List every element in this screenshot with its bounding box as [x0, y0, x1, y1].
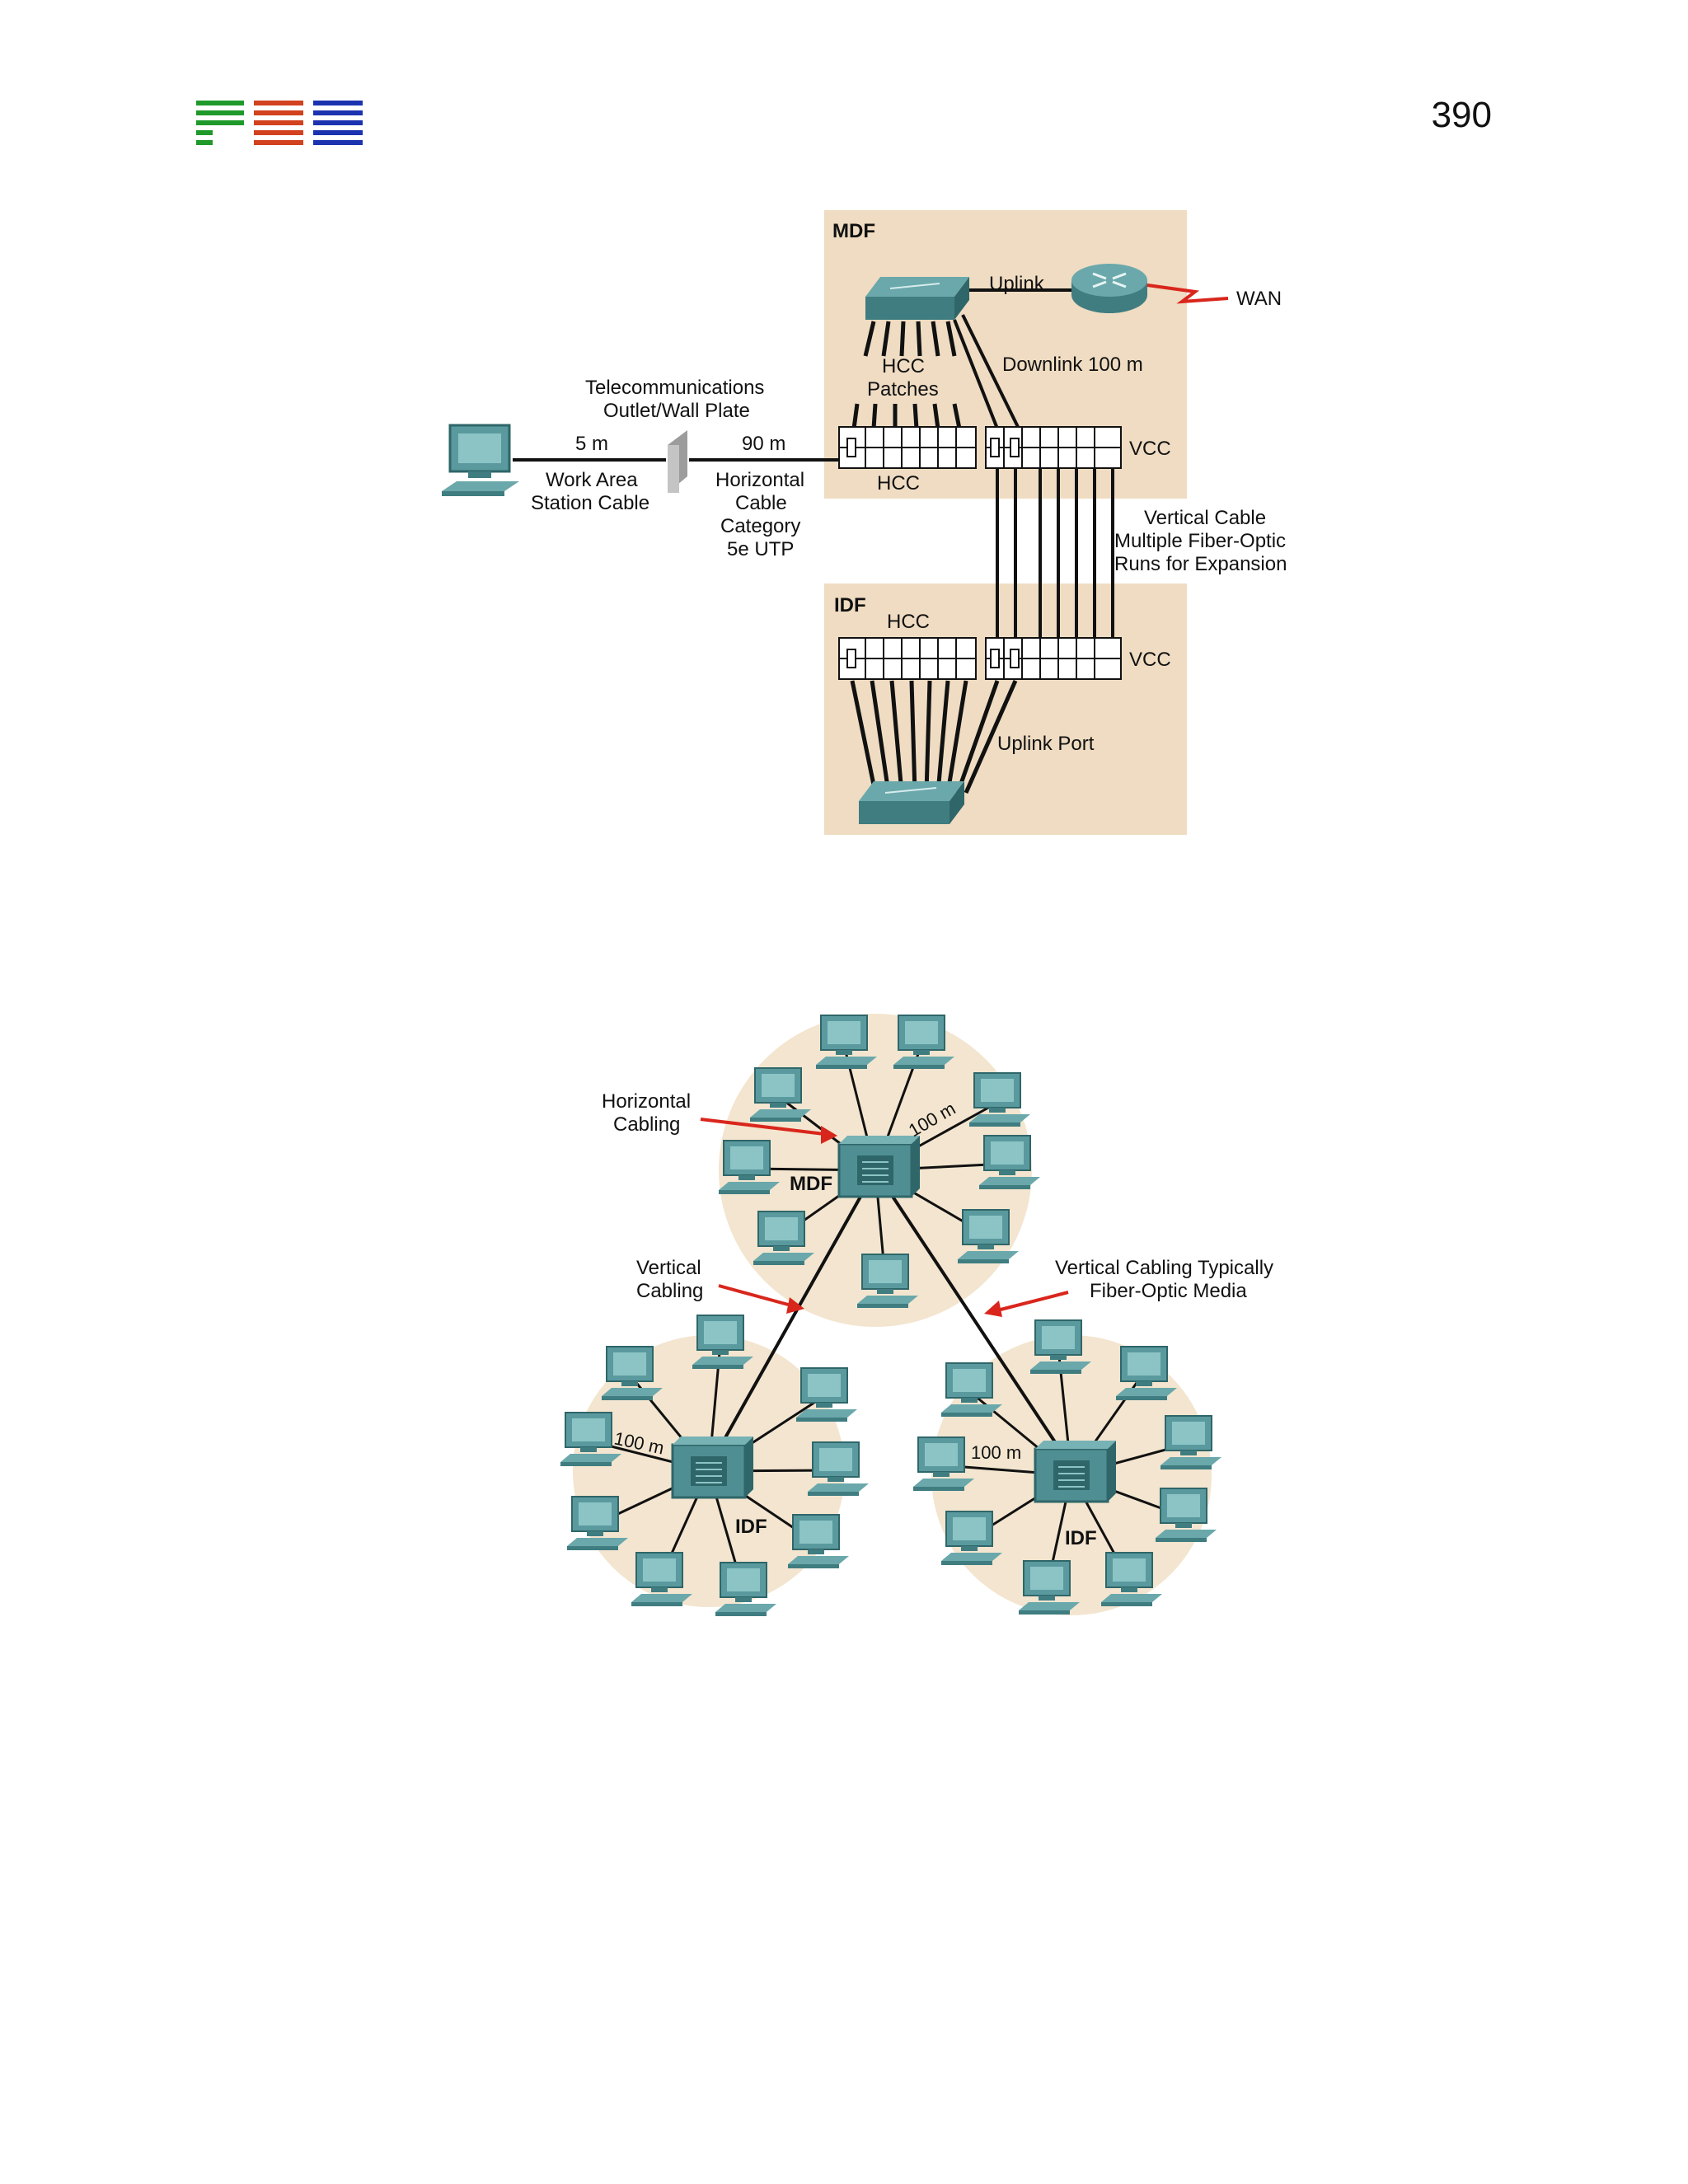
idf-left-label: IDF — [735, 1516, 767, 1538]
computer-icon — [1160, 1415, 1222, 1470]
hcc-patches-label-2: Patches — [867, 378, 939, 401]
vertical-cable-label-1: Vertical Cable — [1144, 507, 1266, 529]
hcc-mdf-label: HCC — [877, 472, 920, 494]
outlet-label-1: Telecommunications — [585, 377, 764, 399]
distance-idf-right: 100 m — [971, 1442, 1021, 1463]
computer-icon — [753, 1211, 815, 1266]
cabling-diagram-mdf-idf: MDF IDF Uplink WAN HCC Patches — [442, 210, 1287, 835]
work-area-label-2: Station Cable — [531, 492, 649, 514]
idf-right-label: IDF — [1065, 1527, 1097, 1549]
fiber-label-2: Fiber-Optic Media — [1090, 1280, 1247, 1302]
idf-switch-icon — [859, 781, 964, 824]
logo-letter-h — [313, 101, 363, 145]
computer-icon — [1029, 1319, 1092, 1375]
computer-icon — [718, 1140, 781, 1195]
wall-plate-icon — [668, 430, 687, 493]
vertical-cable-label-2: Multiple Fiber-Optic — [1114, 530, 1286, 552]
vertical-backbone — [707, 1169, 1073, 1469]
pnh-logo — [196, 101, 363, 145]
logo-letter-n — [254, 101, 303, 145]
vcc-mdf-label: VCC — [1129, 438, 1171, 460]
computer-icon — [978, 1135, 1041, 1190]
idf-hcc-panel — [838, 637, 977, 680]
computer-icon — [1155, 1488, 1217, 1543]
downlink-cables — [953, 314, 1020, 429]
work-area-distance: 5 m — [575, 433, 608, 455]
computer-icon — [787, 1514, 850, 1569]
router-icon — [1071, 264, 1147, 313]
vcc-idf-label: VCC — [1129, 649, 1171, 671]
mdf-vcc-panel — [985, 426, 1122, 469]
computer-icon — [815, 1015, 878, 1070]
horizontal-cabling-label-1: Horizontal — [602, 1090, 691, 1113]
vertical-cable-label-3: Runs for Expansion — [1114, 553, 1287, 575]
work-area-label-1: Work Area — [546, 469, 638, 491]
wan-link — [1146, 284, 1229, 304]
computer-icon — [1100, 1552, 1163, 1607]
idf-vcc-panel — [985, 637, 1122, 680]
computer-icon — [566, 1496, 629, 1551]
hcc-patches-label-1: HCC — [882, 355, 925, 377]
downlink-label: Downlink 100 m — [1002, 354, 1143, 376]
outlet-label-2: Outlet/Wall Plate — [603, 400, 750, 422]
vertical-cabling-label-2: Cabling — [636, 1280, 703, 1302]
mdf-label: MDF — [790, 1173, 832, 1195]
horizontal-cable-label-4: 5e UTP — [727, 538, 794, 560]
horizontal-cable-label-1: Horizontal — [715, 469, 804, 491]
fiber-label-1: Vertical Cabling Typically — [1055, 1257, 1273, 1279]
computer-icon — [715, 1562, 777, 1617]
computer-icon — [749, 1067, 812, 1122]
computer-icon — [601, 1346, 663, 1401]
computer-icon — [912, 1436, 975, 1492]
idf-right-hub-icon — [1034, 1439, 1118, 1503]
mdf-label: MDF — [832, 220, 875, 242]
logo-letter-p — [196, 101, 244, 145]
computer-icon — [940, 1511, 1003, 1566]
workstation-icon — [442, 424, 519, 496]
mdf-switch-icon — [865, 277, 969, 320]
computer-icon — [957, 1209, 1020, 1264]
wan-label: WAN — [1236, 288, 1282, 310]
horizontal-distance: 90 m — [742, 433, 785, 455]
vertical-fiber-cables — [996, 468, 1114, 640]
idf-label: IDF — [834, 594, 866, 616]
horizontal-cabling-label-2: Cabling — [613, 1113, 680, 1136]
computer-icon — [631, 1552, 693, 1607]
idf-switch-cables — [850, 679, 1018, 794]
computer-icon — [560, 1412, 622, 1467]
computer-icon — [893, 1015, 955, 1070]
uplink-port-label: Uplink Port — [997, 733, 1095, 755]
idf-left-hub-icon — [671, 1435, 755, 1499]
computer-icon — [968, 1072, 1031, 1127]
hcc-idf-label: HCC — [887, 611, 930, 633]
computer-icon — [692, 1315, 754, 1370]
mdf-hcc-panel — [838, 426, 977, 469]
computer-icon — [856, 1254, 919, 1309]
computer-icon — [1018, 1560, 1081, 1615]
computer-icon — [807, 1441, 870, 1497]
computer-icon — [1115, 1346, 1178, 1401]
uplink-label: Uplink — [989, 273, 1045, 295]
star-topology-diagram: MDF IDF IDF 100 m 100 m 100 m Horizontal… — [560, 1014, 1273, 1617]
computer-icon — [795, 1367, 858, 1422]
mdf-hub-icon — [837, 1134, 921, 1198]
computer-icon — [940, 1362, 1003, 1418]
horizontal-cable-label-3: Category — [720, 515, 800, 537]
page-number: 390 — [1431, 95, 1492, 135]
hcc-patch-cables — [851, 321, 962, 429]
annotation-arrows — [700, 1118, 1069, 1317]
vertical-cabling-label-1: Vertical — [636, 1257, 701, 1279]
horizontal-cable-label-2: Cable — [735, 492, 787, 514]
